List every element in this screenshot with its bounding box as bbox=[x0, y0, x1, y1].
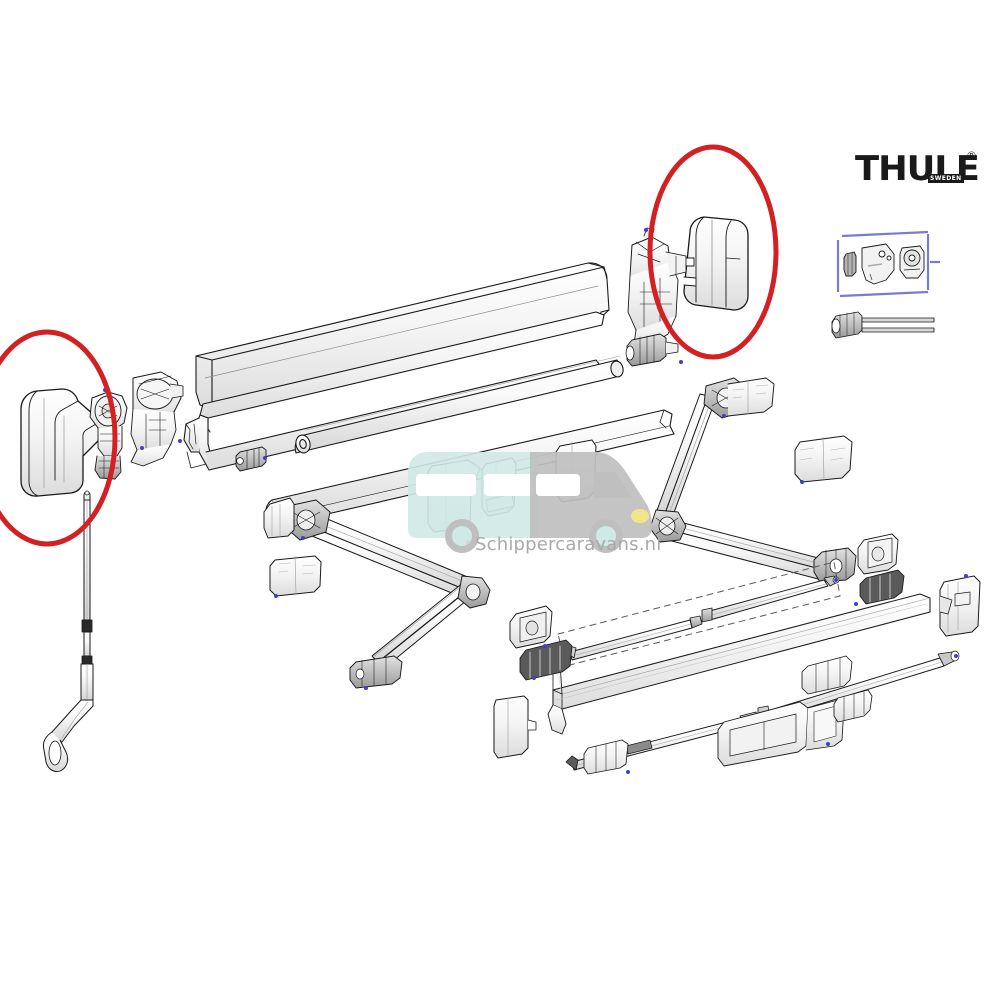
right-support-arm bbox=[649, 377, 857, 583]
right-end-cap-cover bbox=[683, 216, 749, 311]
brand-sub-label: SWEDEN bbox=[928, 174, 964, 183]
spindle-plug bbox=[625, 333, 679, 367]
roller-tube bbox=[235, 355, 624, 472]
gear-drive-bracket bbox=[130, 371, 184, 467]
tension-rafter-upper bbox=[565, 575, 840, 661]
detail-box bbox=[836, 230, 940, 298]
registered-trademark-icon: ® bbox=[966, 149, 977, 162]
rafter-connectors bbox=[583, 655, 873, 775]
brand-logo: THULE ® SWEDEN bbox=[855, 149, 980, 198]
mounting-brackets bbox=[427, 439, 981, 759]
lead-rail bbox=[547, 593, 931, 735]
gear-drive-bracket-right bbox=[627, 227, 687, 347]
crank-handle bbox=[43, 490, 94, 773]
tension-rafter-dashed-outline bbox=[557, 561, 841, 667]
left-support-arm bbox=[263, 497, 491, 689]
connection-markers bbox=[103, 228, 968, 774]
fasteners bbox=[831, 311, 935, 339]
